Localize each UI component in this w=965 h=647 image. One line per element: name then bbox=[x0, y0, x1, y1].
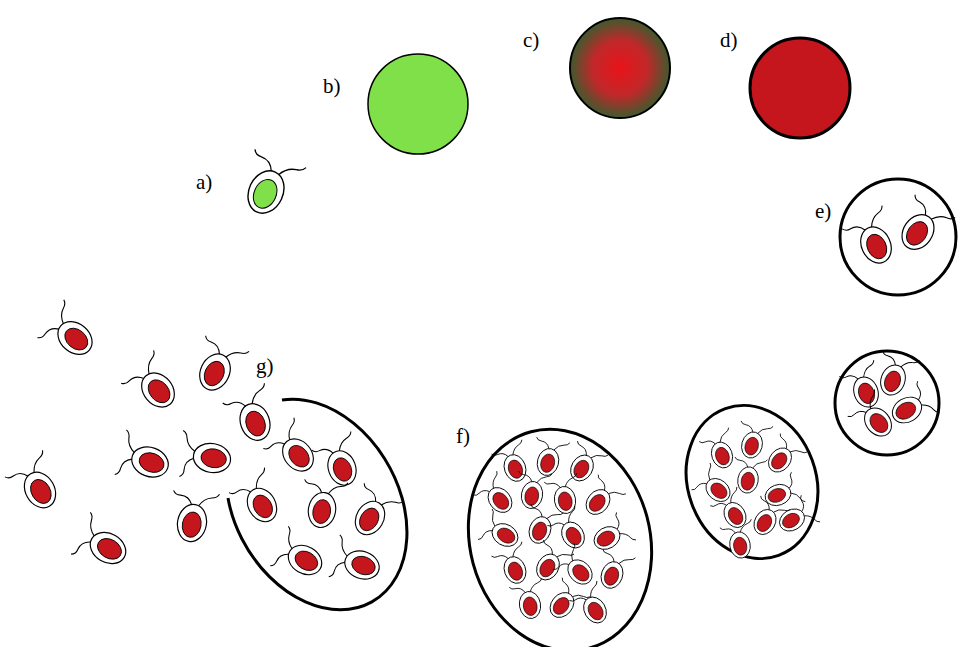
green-palmella bbox=[368, 54, 468, 154]
dividing-cyst bbox=[665, 387, 839, 577]
green-flagellate bbox=[231, 145, 306, 223]
callout-letter: e) bbox=[815, 201, 831, 222]
callout-letter: g) bbox=[256, 356, 274, 377]
callout-letter: c) bbox=[523, 30, 539, 51]
callout-letter: f) bbox=[456, 426, 470, 447]
dividing-cyst bbox=[840, 179, 956, 295]
callout-letter: b) bbox=[323, 76, 341, 97]
callout-letter: a) bbox=[196, 172, 212, 193]
red-aplanospore bbox=[750, 38, 850, 138]
free-zoospores bbox=[3, 300, 282, 578]
zoosporangium bbox=[444, 409, 676, 647]
callout-letter: d) bbox=[720, 30, 738, 51]
transitional-cyst bbox=[570, 18, 670, 118]
dividing-cyst bbox=[835, 348, 940, 455]
